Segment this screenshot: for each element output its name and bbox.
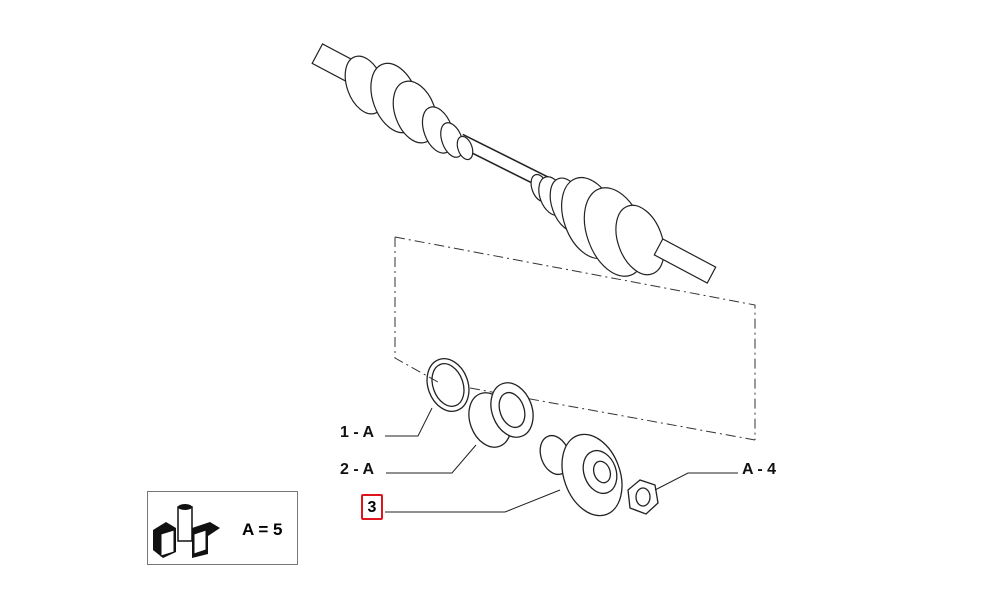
callout-4[interactable]: A - 4 [742, 461, 777, 478]
wheel-hub [539, 433, 623, 517]
quantity-legend: A = 5 [147, 491, 298, 565]
drive-shaft [311, 43, 717, 284]
parts-kit-icon [153, 504, 220, 558]
callout-2[interactable]: 2 - A [340, 461, 375, 478]
callout-3-highlighted[interactable]: 3 [361, 494, 383, 520]
quantity-legend-text: A = 5 [242, 520, 283, 539]
callout-1[interactable]: 1 - A [340, 424, 375, 441]
callout-3-label: 3 [367, 499, 377, 516]
wheel-bearing [468, 382, 534, 448]
hub-nut [627, 479, 659, 515]
snap-ring [426, 358, 470, 412]
leader-lines [385, 407, 738, 513]
